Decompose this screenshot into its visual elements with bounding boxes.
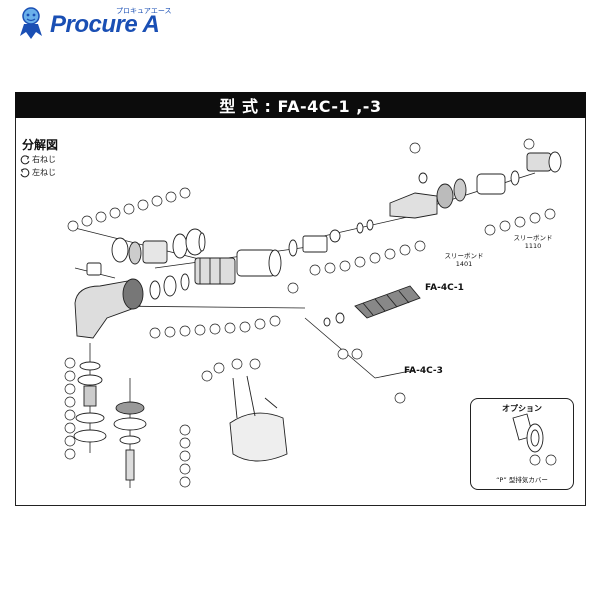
part-callout-bubbles <box>64 138 557 488</box>
model-label-fa4c1: FA-4C-1 <box>425 283 464 293</box>
section-title: 分解図 <box>22 138 59 152</box>
legend-right-label: 右ねじ <box>32 155 56 164</box>
clockwise-arrow-icon <box>20 154 30 164</box>
brand-tagline: プロキュアエース <box>116 7 172 15</box>
model-label-fa4c3: FA-4C-3 <box>404 366 443 376</box>
handle-head-parts <box>389 151 562 219</box>
option-caption: “P” 型排気カバー <box>496 476 548 484</box>
option-panel: オプション “P” 型排気カバー <box>470 398 574 490</box>
exploded-view-diagram <box>64 138 562 488</box>
note-threebond-1401: スリーボンド 1401 <box>444 252 484 268</box>
counterclockwise-arrow-icon <box>20 167 30 177</box>
legend-left-thread: 左ねじ <box>20 167 56 178</box>
legend-right-thread: 右ねじ <box>20 154 56 165</box>
model-title: 型 式 : FA-4C-1 ,-3 <box>219 97 382 116</box>
mascot-icon <box>20 7 42 39</box>
angle-head-housing <box>74 273 190 339</box>
option-exhaust-cover-parts <box>512 413 544 453</box>
motor-assembly-parts <box>194 219 374 285</box>
wheel-guard <box>229 375 288 462</box>
upper-assembly-parts <box>86 228 206 276</box>
model-title-bar: 型 式 : FA-4C-1 ,-3 <box>15 92 586 118</box>
spindle-parts <box>73 361 147 481</box>
grip-fa4c1 <box>323 285 421 327</box>
brand-name: Procure A <box>50 11 160 38</box>
brand-logo[interactable]: Procure A プロキュアエース <box>16 6 186 42</box>
note-threebond-1110: スリーボンド 1110 <box>513 234 553 250</box>
option-title: オプション <box>502 404 542 413</box>
legend-left-label: 左ねじ <box>32 168 56 177</box>
